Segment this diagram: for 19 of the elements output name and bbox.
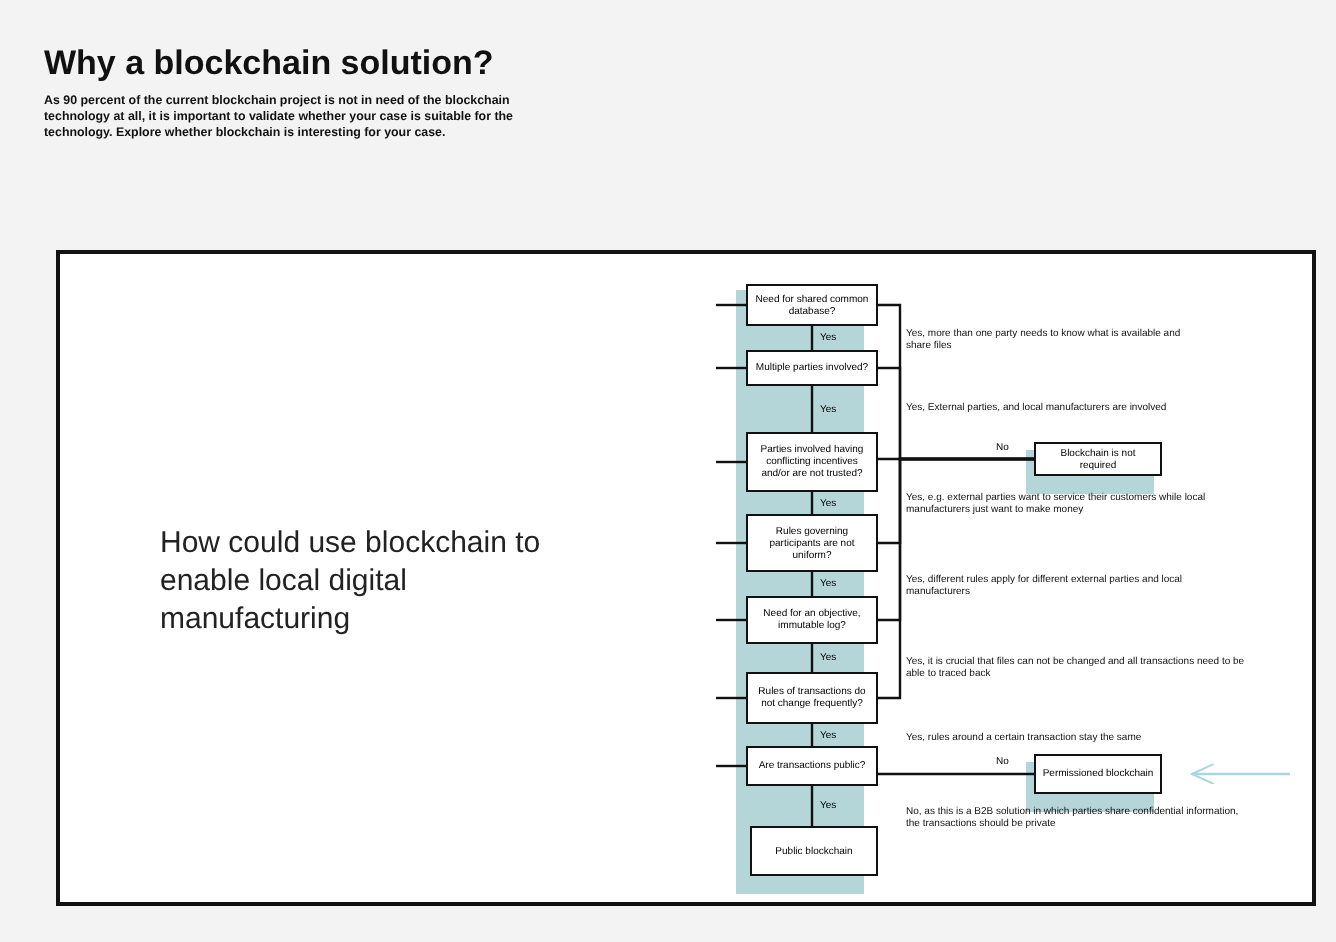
connector-line — [716, 541, 746, 545]
connector-line — [810, 644, 814, 672]
connector-line — [810, 786, 814, 826]
connector-line — [810, 724, 814, 746]
connector-line — [716, 303, 746, 307]
heading: Why a blockchain solution? — [44, 44, 494, 84]
connector-line — [716, 696, 746, 700]
connector-line — [810, 326, 814, 350]
connector-line — [716, 460, 746, 464]
connector-line — [716, 764, 746, 768]
connector-line — [810, 492, 814, 514]
connector-line — [716, 618, 746, 622]
connector-line — [878, 772, 1034, 776]
connector-line — [716, 366, 746, 370]
arrow — [1191, 763, 1290, 785]
connector-line — [810, 386, 814, 432]
question-text: How could use blockchain to enable local digital manufacturing — [160, 526, 543, 639]
connector-line — [810, 572, 814, 596]
connector-line — [878, 457, 1034, 700]
